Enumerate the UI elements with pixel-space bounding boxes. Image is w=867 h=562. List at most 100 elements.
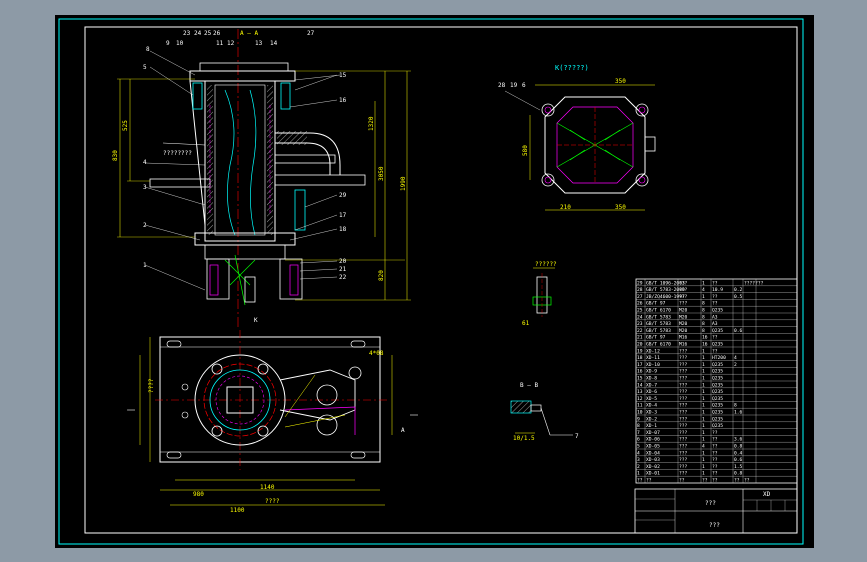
parts-table-cell: 4 [702,287,705,293]
parts-table-cell: 0.8 [734,444,743,450]
parts-table-cell: 1 [702,457,705,463]
detail-view: ?????? 61 [522,261,557,327]
parts-table-cell: 4 [734,355,737,361]
k-dim-580: 580 [522,145,529,156]
parts-table-cell: XD-1 [646,423,657,429]
parts-table-cell: Q235 [712,382,723,388]
parts-table-cell: ??? [679,444,688,450]
dim-1320: 1320 [368,116,375,131]
parts-table-cell: 0.5 [734,294,743,300]
dim-525: 525 [122,120,129,131]
section-mark-a: A [401,427,405,434]
parts-table-cell: 27 [637,294,643,300]
parts-table-cell: 1.5 [734,464,743,470]
parts-table-cell: A3 [712,321,718,327]
parts-table-cell: XD-07 [646,430,660,436]
parts-table-cell: ??? [679,280,688,286]
parts-table-cell: 1 [702,355,705,361]
k-view: K(?????) 28 19 6 350 210 350 580 [498,64,656,211]
parts-table-cell: ??? [679,369,688,375]
k-balloon-6: 6 [522,82,526,89]
front-view: 8 9 10 23 24 25 26 11 12 13 14 27 A — A … [112,29,411,327]
parts-table-cell: 19 [637,348,643,354]
title-block-drawing-no: XD [763,491,771,498]
parts-table-header-cell: ?? [734,478,740,484]
parts-table-cell: 2 [734,362,737,368]
parts-table-cell: XD-5 [646,396,657,402]
parts-table-cell: 1 [702,416,705,422]
balloon-2: 2 [143,222,147,229]
outer-frame [58,18,804,545]
dim-top-1140: 1140 [260,484,275,491]
parts-table-cell: M20 [679,321,688,327]
dim-1990: 1990 [400,176,407,191]
parts-table-cell: 0.6 [734,457,743,463]
balloon-15: 15 [339,72,347,79]
parts-table-cell: 8 [702,328,705,334]
balloon-12: 12 [227,40,235,47]
parts-table-cell: ?? [712,301,718,307]
parts-table-cell: 1 [702,294,705,300]
parts-table-cell: 9 [637,416,640,422]
parts-table-cell: ??? [679,471,688,477]
balloon-1: 1 [143,262,147,269]
parts-table-cell: A3 [712,314,718,320]
parts-table-cell: 8 [702,308,705,314]
parts-table-cell: ?? [712,430,718,436]
parts-table-cell: XD-01 [646,471,660,477]
balloon-27: 27 [307,30,315,37]
parts-table-cell: XD-11 [646,355,660,361]
parts-table-cell: ??? [679,294,688,300]
parts-table-cell: 3.6 [734,437,743,443]
parts-table-cell: 22 [637,328,643,334]
parts-table-cell: 1 [637,471,640,477]
parts-table-cell: 18 [637,355,643,361]
parts-table-cell: 1 [702,471,705,477]
parts-table-cell: ??? [679,376,688,382]
section-bb-title: B — B [520,382,538,389]
cad-viewport[interactable]: 8 9 10 23 24 25 26 11 12 13 14 27 A — A … [55,15,814,548]
parts-table-cell: 8 [637,423,640,429]
parts-table-cell: 1 [702,437,705,443]
parts-table-header-cell: ?? [744,478,750,484]
parts-table-cell: 21 [637,335,643,341]
dim-820: 820 [378,270,385,281]
section-bb-balloon-7: 7 [575,433,579,440]
parts-table-cell: ?? [712,457,718,463]
dim-top-980: 980 [193,491,204,498]
balloon-13: 13 [255,40,263,47]
parts-table-cell: ??? [679,382,688,388]
top-view: A ???? 4*08 1140 980 ???? 1100 [127,330,418,514]
parts-table-header-cell: ?? [712,478,718,484]
parts-table-cell: XD-3 [646,410,657,416]
parts-table-header-cell: ?? [637,478,643,484]
parts-table-cell: ??? [679,450,688,456]
parts-table-cell: ?? [712,280,718,286]
parts-table-cell: 0.4 [734,450,743,456]
parts-table-cell: XD-10 [646,362,660,368]
parts-table-cell: 1 [702,464,705,470]
parts-table-cell: 10 [637,410,643,416]
parts-table-cell: 1.6 [734,410,743,416]
balloon-8: 8 [146,46,150,53]
parts-table-cell: GB/T 1096-2003 [646,280,685,286]
parts-table-cell: 1 [702,382,705,388]
annotation-text: ???????? [163,150,192,157]
k-balloon-28: 28 [498,82,506,89]
parts-table-cell: ?? [712,294,718,300]
parts-table-cell: 1 [702,403,705,409]
parts-table-cell: GB/T 5783 [646,328,671,334]
detail-dim: 61 [522,320,530,327]
parts-table-cell: 1 [702,410,705,416]
k-dim-350: 350 [615,204,626,211]
parts-table-cell: XD-9 [646,369,657,375]
parts-table-cell: 3 [637,457,640,463]
section-label-aa: A — A [240,30,258,37]
parts-table-cell: M20 [679,328,688,334]
parts-table-cell: Q235 [712,342,723,348]
parts-table-cell: ??? [679,362,688,368]
parts-table-cell: Q235 [712,328,723,334]
parts-table-cell: 24 [637,314,643,320]
parts-table-cell: Q235 [712,362,723,368]
parts-table-cell: 8 [702,301,705,307]
